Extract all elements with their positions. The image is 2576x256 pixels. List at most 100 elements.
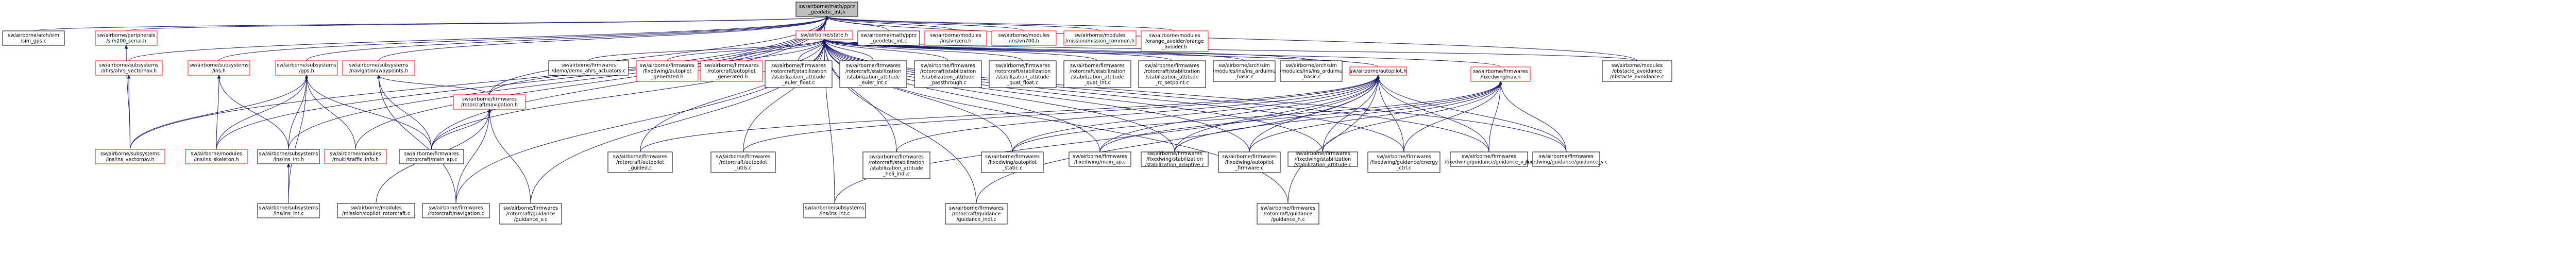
file-node-box — [185, 149, 248, 164]
file-node-sw-airborne-firmwares-rotorcraft-stabilization-stabilization-attitude-euler-float-c[interactable]: sw/airborne/firmwares/rotorcraft/stabili… — [765, 60, 833, 88]
file-node-sw-airborne-firmwares-fixedwing-main-ap-c[interactable]: sw/airborne/firmwares/fixedwing/main_ap.… — [1069, 151, 1131, 167]
file-node-label-line: /modules/ins/ins_arduimu — [1280, 69, 1343, 74]
include-edge — [379, 75, 490, 95]
file-node-label-line: /ins/ins_skeleton.h — [194, 157, 239, 163]
file-node-sw-airborne-firmwares-fixedwing-stabilization-stabilization-adaptive-c[interactable]: sw/airborne/firmwares/fixedwing/stabiliz… — [1141, 151, 1209, 168]
file-node-box — [839, 60, 907, 88]
file-node-sw-airborne-firmwares-demo-demo-ahrs-actuators-c[interactable]: sw/airborne/firmwares/demo/demo_ahrs_act… — [548, 60, 629, 76]
file-node-box — [337, 203, 415, 218]
file-node-sw-airborne-autopilot-h[interactable]: sw/airborne/autopilot.h — [1349, 66, 1407, 76]
file-node-sw-airborne-modules-ins-ins-skeleton-h[interactable]: sw/airborne/modules/ins/ins_skeleton.h — [185, 149, 248, 164]
file-node-sw-airborne-subsystems-gps-h[interactable]: sw/airborne/subsystems/gps.h — [275, 60, 338, 76]
file-node-sw-airborne-firmwares-rotorcraft-stabilization-stabilization-attitude-euler-int-c[interactable]: sw/airborne/firmwares/rotorcraft/stabili… — [839, 60, 907, 88]
file-node-sw-airborne-arch-sim-sim-gps-c[interactable]: sw/airborne/arch/sim/sim_gps.c — [2, 30, 65, 46]
include-edge — [827, 16, 1175, 31]
file-node-label-line: /ins/vn700.h — [1009, 39, 1039, 44]
include-edge — [827, 16, 1637, 61]
file-node-sw-airborne-state-h[interactable]: sw/airborne/state.h — [795, 30, 853, 40]
file-node-box — [914, 60, 982, 88]
file-node-sw-airborne-peripherals-sim200-serial-h[interactable]: sw/airborne/peripherals/sim200_serial.h — [95, 30, 158, 46]
file-node-label-line: /stabilization_attitude — [870, 166, 923, 172]
file-node-label-line: /rotorcraft/guidance — [506, 211, 555, 217]
file-node-sw-airborne-modules-ins-vn700-h[interactable]: sw/airborne/modules/ins/vn700.h — [991, 30, 1057, 46]
include-edge — [976, 75, 1378, 204]
file-node-sw-airborne-firmwares-rotorcraft-guidance-guidance-v-c[interactable]: sw/airborne/firmwares/rotorcraft/guidanc… — [499, 203, 562, 225]
file-node-label-line: /stabilization_attitude — [847, 75, 900, 80]
include-edge — [824, 39, 1404, 152]
file-node-sw-airborne-firmwares-rotorcraft-navigation-c[interactable]: sw/airborne/firmwares/rotorcraft/navigat… — [422, 203, 490, 218]
include-edge — [824, 39, 1013, 152]
include-edge — [1378, 75, 1404, 152]
file-node-label-line: /rotorcraft/stabilization — [995, 69, 1050, 75]
file-node-sw-airborne-firmwares-fixedwing-autopilot-generated-h[interactable]: sw/airborne/firmwares/fixedwing/autopilo… — [636, 60, 699, 82]
include-edge — [896, 75, 1378, 152]
file-node-label-line: _generated.h — [715, 74, 748, 80]
file-node-box — [765, 60, 833, 88]
file-node-sw-airborne-modules-mission-mission-common-h[interactable]: sw/airborne/modules/mission/mission_comm… — [1063, 30, 1137, 46]
file-node-label-line: /rotorcraft/autopilot — [707, 69, 755, 74]
file-node-box — [2, 30, 65, 46]
file-node-label-line: sw/airborne/modules — [930, 33, 981, 39]
file-node-sw-airborne-firmwares-rotorcraft-autopilot-guided-c[interactable]: sw/airborne/firmwares/rotorcraft/autopil… — [607, 151, 673, 173]
file-node-label-line: /rotorcraft/stabilization — [869, 160, 924, 166]
file-node-sw-airborne-firmwares-rotorcraft-navigation-h[interactable]: sw/airborne/firmwares/rotorcraft/navigat… — [453, 94, 526, 110]
file-node-label-line: sw/airborne/math/pprz — [861, 33, 917, 39]
file-node-label-line: sw/airborne/firmwares — [613, 154, 668, 160]
file-node-sw-airborne-modules-ins-vnzero-h[interactable]: sw/airborne/modules/ins/vnzero.h — [924, 30, 987, 46]
file-node-sw-airborne-subsystems-navigation-waypoints-h[interactable]: sw/airborne/subsystems/navigation/waypoi… — [342, 60, 415, 76]
file-node-sw-airborne-firmwares-fixedwing-guidance-guidance-v-c[interactable]: sw/airborne/firmwares/fixedwing/guidance… — [1525, 151, 1607, 167]
file-node-sw-airborne-modules-orange-avoider-orange-avoider-h[interactable]: sw/airborne/modules/orange_avoider/orang… — [1141, 30, 1209, 52]
file-node-label-line: /fixedwing/autopilot — [1225, 160, 1274, 165]
file-node-sw-airborne-modules-obstacle-avoidance-obstacle-avoidance-c[interactable]: sw/airborne/modules/obstacle_avoidance/o… — [1602, 60, 1672, 82]
file-node-sw-airborne-math-pprz-geodetic-int-c[interactable]: sw/airborne/math/pprz_geodetic_int.c — [857, 30, 920, 46]
file-node-label-line: /guidance_indi.c — [956, 217, 996, 223]
file-node-sw-airborne-modules-mission-copilot-rotorcraft-c[interactable]: sw/airborne/modules/mission/copilot_roto… — [337, 203, 415, 218]
file-node-sw-airborne-subsystems-ins-ins-int-c[interactable]: sw/airborne/subsystems/ins/ins_int.c — [257, 203, 320, 218]
file-node-sw-airborne-firmwares-fixedwing-guidance-guidance-v-n-c[interactable]: sw/airborne/firmwares/fixedwing/guidance… — [1445, 151, 1533, 167]
file-node-label-line: _passthrough.c — [929, 80, 967, 86]
file-node-sw-airborne-firmwares-fixedwing-autopilot-static-c[interactable]: sw/airborne/firmwares/fixedwing/autopilo… — [981, 151, 1044, 173]
include-edge — [431, 109, 490, 150]
file-node-label-line: /ahrs/ahrs_vectornav.h — [101, 69, 157, 74]
file-node-label-line: _utils.c — [734, 165, 752, 171]
file-node-label-line: /multi/traffic_info.h — [332, 157, 379, 163]
file-node-sw-airborne-modules-multi-traffic-info-h[interactable]: sw/airborne/modules/multi/traffic_info.h — [324, 149, 387, 164]
file-node-sw-airborne-firmwares-rotorcraft-stabilization-stabilization-attitude-rc-setpoint-c[interactable]: sw/airborne/firmwares/rotorcraft/stabili… — [1138, 60, 1206, 88]
file-node-sw-airborne-subsystems-ins-h[interactable]: sw/airborne/subsystems/ins.h — [188, 60, 250, 76]
file-node-sw-airborne-firmwares-rotorcraft-stabilization-stabilization-attitude-passthrough-c[interactable]: sw/airborne/firmwares/rotorcraft/stabili… — [914, 60, 982, 88]
file-node-box — [499, 203, 562, 225]
file-node-box — [399, 149, 464, 164]
file-node-box — [981, 151, 1044, 173]
file-node-sw-airborne-subsystems-ahrs-ahrs-vectornav-h[interactable]: sw/airborne/subsystems/ahrs/ahrs_vectorn… — [95, 60, 163, 76]
file-node-sw-airborne-arch-sim-modules-ins-ins-arduimu-basic-c[interactable]: sw/airborne/arch/sim/modules/ins/ins_ard… — [1213, 60, 1276, 82]
file-node-label-line: sw/airborne/firmwares — [1073, 154, 1127, 160]
file-node-box — [95, 30, 158, 46]
file-node-label-line: sw/airborne/firmwares — [562, 63, 616, 69]
file-node-sw-airborne-firmwares-rotorcraft-stabilization-stabilization-attitude-heli-indi-c[interactable]: sw/airborne/firmwares/rotorcraft/stabili… — [862, 151, 930, 179]
file-node-box — [862, 151, 930, 179]
file-node-sw-airborne-subsystems-ins-ins-int-c[interactable]: sw/airborne/subsystems/ins/ins_int.c — [803, 203, 866, 218]
file-node-sw-airborne-firmwares-fixedwing-stabilization-stabilization-attitude-c[interactable]: sw/airborne/firmwares/fixedwing/stabiliz… — [1287, 151, 1358, 168]
file-node-box — [795, 30, 853, 40]
include-edge — [824, 39, 1023, 61]
file-node-label-line: /rotorcraft/main_ap.c — [406, 157, 457, 163]
file-node-sw-airborne-firmwares-fixedwing-nav-h[interactable]: sw/airborne/firmwares/fixedwing/nav.h — [1470, 66, 1531, 82]
file-node-sw-airborne-firmwares-rotorcraft-main-ap-c[interactable]: sw/airborne/firmwares/rotorcraft/main_ap… — [399, 149, 464, 164]
file-node-sw-airborne-firmwares-rotorcraft-guidance-guidance-h-c[interactable]: sw/airborne/firmwares/rotorcraft/guidanc… — [1257, 203, 1319, 225]
file-node-sw-airborne-arch-sim-modules-ins-ins-arduimu-basic-c[interactable]: sw/airborne/arch/sim/modules/ins/ins_ard… — [1280, 60, 1343, 82]
file-node-sw-airborne-firmwares-fixedwing-autopilot-firmware-c[interactable]: sw/airborne/firmwares/fixedwing/autopilo… — [1218, 151, 1281, 173]
file-node-sw-airborne-subsystems-ins-ins-int-h[interactable]: sw/airborne/subsystems/ins/ins_int.h — [257, 149, 320, 164]
file-node-sw-airborne-subsystems-ins-ins-vectornav-h[interactable]: sw/airborne/subsystems/ins/ins_vectornav… — [95, 149, 165, 164]
file-node-sw-airborne-firmwares-fixedwing-guidance-energy-ctrl-c[interactable]: sw/airborne/firmwares/fixedwing/guidance… — [1367, 151, 1440, 173]
file-node-sw-airborne-firmwares-rotorcraft-autopilot-generated-h[interactable]: sw/airborne/firmwares/rotorcraft/autopil… — [700, 60, 763, 82]
file-node-label-line: sw/airborne/modules — [191, 151, 242, 157]
include-edge — [1099, 75, 1378, 152]
file-node-box — [1532, 151, 1600, 167]
file-node-sw-airborne-firmwares-rotorcraft-autopilot-utils-c[interactable]: sw/airborne/firmwares/rotorcraft/autopil… — [710, 151, 776, 173]
file-node-sw-airborne-firmwares-rotorcraft-guidance-guidance-indi-c[interactable]: sw/airborne/firmwares/rotorcraft/guidanc… — [945, 203, 1008, 225]
file-node-label-line: sw/airborne/firmwares — [429, 206, 483, 211]
file-node-box — [422, 203, 490, 218]
file-node-sw-airborne-firmwares-rotorcraft-stabilization-stabilization-attitude-quat-float-c[interactable]: sw/airborne/firmwares/rotorcraft/stabili… — [989, 60, 1057, 88]
include-edge — [824, 39, 1379, 67]
file-node-sw-airborne-firmwares-rotorcraft-stabilization-stabilization-attitude-quat-int-c[interactable]: sw/airborne/firmwares/rotorcraft/stabili… — [1063, 60, 1131, 88]
